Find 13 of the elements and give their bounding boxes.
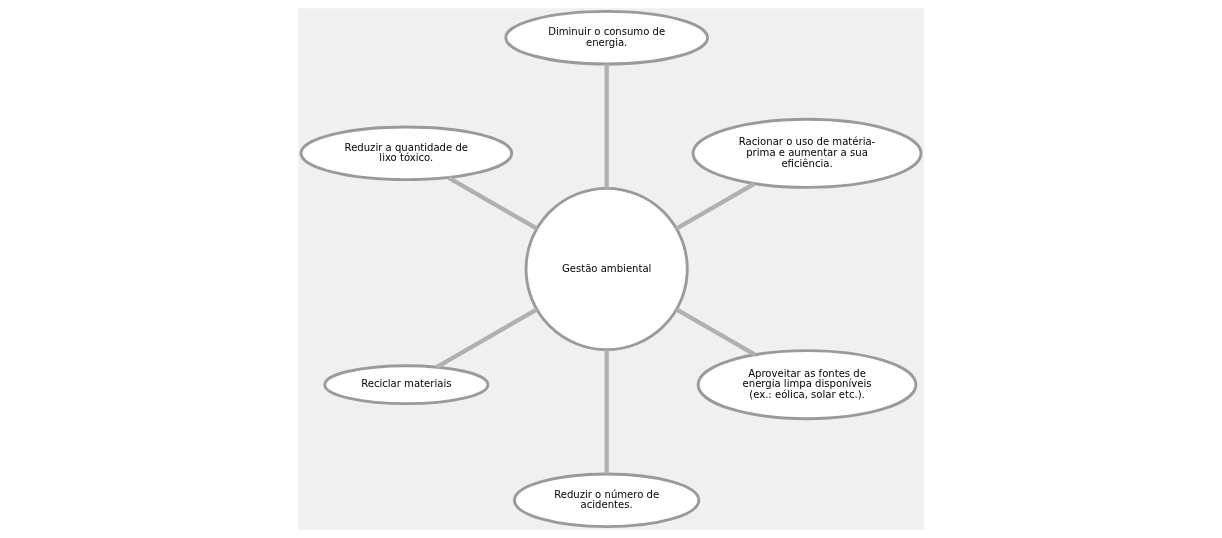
node-ellipse: Diminuir o consumo de energia. [504, 9, 709, 66]
node-ellipse: Aproveitar as fontes de energia limpa disponíveis (ex.: eólica, solar etc.). [696, 349, 918, 421]
node-ellipse: Reduzir o número de acidentes. [513, 472, 701, 529]
connector [675, 181, 756, 231]
connector [604, 64, 609, 189]
node-ellipse: Reduzir a quantidade de lixo tóxico. [299, 125, 514, 182]
connector [604, 349, 609, 474]
connector [435, 307, 538, 369]
connector [675, 307, 756, 357]
node-ellipse: Racionar o uso de matéria-prima e aumentar a sua eficiência. [691, 117, 923, 189]
connector [447, 175, 538, 231]
node-circle: Gestão ambiental [524, 186, 689, 352]
node-ellipse: Reciclar materiais [323, 364, 490, 406]
